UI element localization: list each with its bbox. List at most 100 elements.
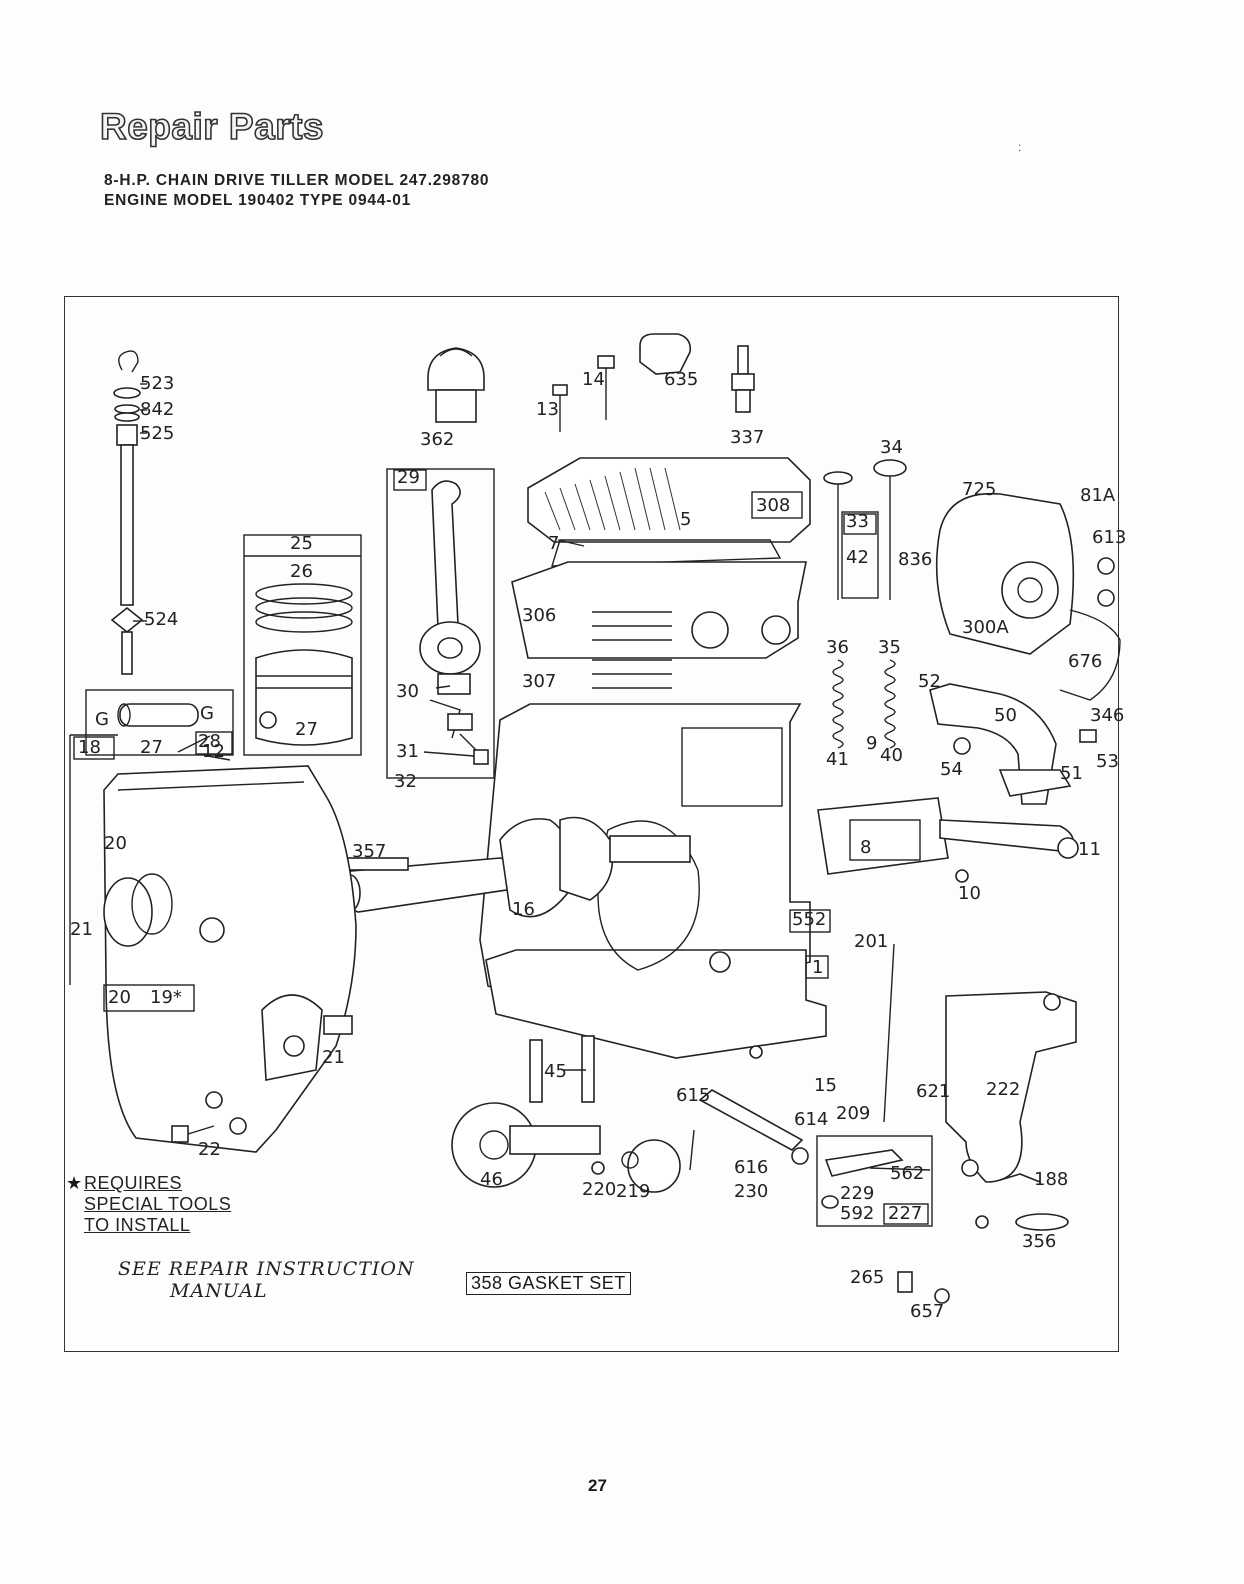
part-label-81a: 81A xyxy=(1080,485,1116,506)
part-label-306: 306 xyxy=(522,605,557,626)
part-label-300a: 300A xyxy=(962,617,1009,638)
part-label-46: 46 xyxy=(480,1169,503,1190)
part-label-51: 51 xyxy=(1060,763,1083,784)
part-label-30: 30 xyxy=(396,681,419,702)
part-label-657: 657 xyxy=(910,1301,945,1322)
part-label-188: 188 xyxy=(1034,1169,1069,1190)
governor-shaft-assembly xyxy=(110,350,147,675)
part-label-42: 42 xyxy=(846,547,869,568)
governor-crank xyxy=(689,1089,809,1171)
exhaust-elbow xyxy=(929,683,1097,805)
part-label-356: 356 xyxy=(1022,1231,1057,1252)
cylinder-block xyxy=(479,561,827,1059)
part-label-222: 222 xyxy=(986,1079,1021,1100)
part-label-7: 7 xyxy=(548,533,560,554)
part-label-32: 32 xyxy=(394,771,417,792)
part-label-219: 219 xyxy=(616,1181,651,1202)
part-label-28: 28 xyxy=(198,731,221,752)
piston-group xyxy=(243,534,362,756)
part-label-525: 525 xyxy=(140,423,175,444)
crankcase-cover xyxy=(103,765,357,1153)
part-label-592: 592 xyxy=(840,1203,875,1224)
part-label-20a: 20 xyxy=(104,833,127,854)
part-label-19: 19* xyxy=(150,987,182,1008)
scan-speck: : xyxy=(1018,140,1022,154)
part-label-54: 54 xyxy=(940,759,963,780)
part-label-53: 53 xyxy=(1096,751,1119,772)
part-label-265: 265 xyxy=(850,1267,885,1288)
part-label-635: 635 xyxy=(664,369,699,390)
part-label-21a: 21 xyxy=(70,919,93,940)
part-label-29: 29 xyxy=(397,467,420,488)
valves xyxy=(823,459,907,749)
part-label-209: 209 xyxy=(836,1103,871,1124)
tiller-model-line: 8-H.P. CHAIN DRIVE TILLER MODEL 247.2987… xyxy=(104,172,490,189)
part-label-34: 34 xyxy=(880,437,903,458)
star-marker: ★ xyxy=(66,1173,83,1193)
part-label-20b: 20 xyxy=(108,987,131,1008)
muffler-assembly xyxy=(935,492,1121,701)
requires-note-line1: REQUIRES xyxy=(84,1173,183,1193)
manual-note-line1: SEE REPAIR INSTRUCTION xyxy=(118,1258,415,1280)
part-label-10: 10 xyxy=(958,883,981,904)
part-label-13: 13 xyxy=(536,399,559,420)
part-label-613: 613 xyxy=(1092,527,1127,548)
part-label-346: 346 xyxy=(1090,705,1125,726)
part-label-11: 11 xyxy=(1078,839,1101,860)
camshaft-gear xyxy=(451,1035,605,1188)
diagram-frame xyxy=(64,296,1119,1352)
piston-pin-group xyxy=(85,689,234,756)
spark-plug xyxy=(731,345,755,413)
part-label-836: 836 xyxy=(898,549,933,570)
part-label-201: 201 xyxy=(854,931,889,952)
part-label-524: 524 xyxy=(144,609,179,630)
part-label-227: 227 xyxy=(888,1203,923,1224)
part-label-g2: G xyxy=(200,703,214,724)
requires-note-line3: TO INSTALL xyxy=(84,1215,191,1235)
manual-note-line2: MANUAL xyxy=(170,1280,268,1302)
part-label-5: 5 xyxy=(680,509,692,530)
head-bolts xyxy=(552,355,615,432)
part-label-842: 842 xyxy=(140,399,175,420)
throttle-clip xyxy=(897,1271,950,1304)
part-label-8: 8 xyxy=(860,837,872,858)
part-label-41: 41 xyxy=(826,749,849,770)
part-label-523: 523 xyxy=(140,373,175,394)
part-label-725: 725 xyxy=(962,479,997,500)
part-label-35: 35 xyxy=(878,637,901,658)
part-label-26: 26 xyxy=(290,561,313,582)
part-362-cap xyxy=(427,347,485,423)
part-label-52: 52 xyxy=(918,671,941,692)
part-label-27b: 27 xyxy=(140,737,163,758)
part-label-15: 15 xyxy=(814,1075,837,1096)
part-label-615: 615 xyxy=(676,1085,711,1106)
governor-link xyxy=(883,943,895,1123)
part-label-27a: 27 xyxy=(295,719,318,740)
part-label-50: 50 xyxy=(994,705,1017,726)
governor-gear xyxy=(621,1139,681,1193)
spark-plug-boot xyxy=(639,333,692,375)
part-label-1: 1 xyxy=(812,957,824,978)
part-label-36: 36 xyxy=(826,637,849,658)
part-label-g1: G xyxy=(95,709,109,730)
crankshaft xyxy=(339,816,691,918)
part-label-308: 308 xyxy=(756,495,791,516)
requires-note-line2: SPECIAL TOOLS xyxy=(84,1194,232,1214)
part-label-22: 22 xyxy=(198,1139,221,1160)
part-label-40: 40 xyxy=(880,745,903,766)
part-label-562: 562 xyxy=(890,1163,925,1184)
part-label-33: 33 xyxy=(846,511,869,532)
part-label-614: 614 xyxy=(794,1109,829,1130)
part-label-362: 362 xyxy=(420,429,455,450)
connecting-rod-group xyxy=(386,468,495,779)
part-label-621: 621 xyxy=(916,1081,951,1102)
governor-lever-group xyxy=(816,1135,933,1227)
part-label-9: 9 xyxy=(866,733,878,754)
part-label-45: 45 xyxy=(544,1061,567,1082)
part-label-25: 25 xyxy=(290,533,313,554)
page-number: 27 xyxy=(588,1476,607,1495)
part-label-12: 12 xyxy=(202,741,225,762)
part-label-357: 357 xyxy=(352,841,387,862)
part-label-230: 230 xyxy=(734,1181,769,1202)
